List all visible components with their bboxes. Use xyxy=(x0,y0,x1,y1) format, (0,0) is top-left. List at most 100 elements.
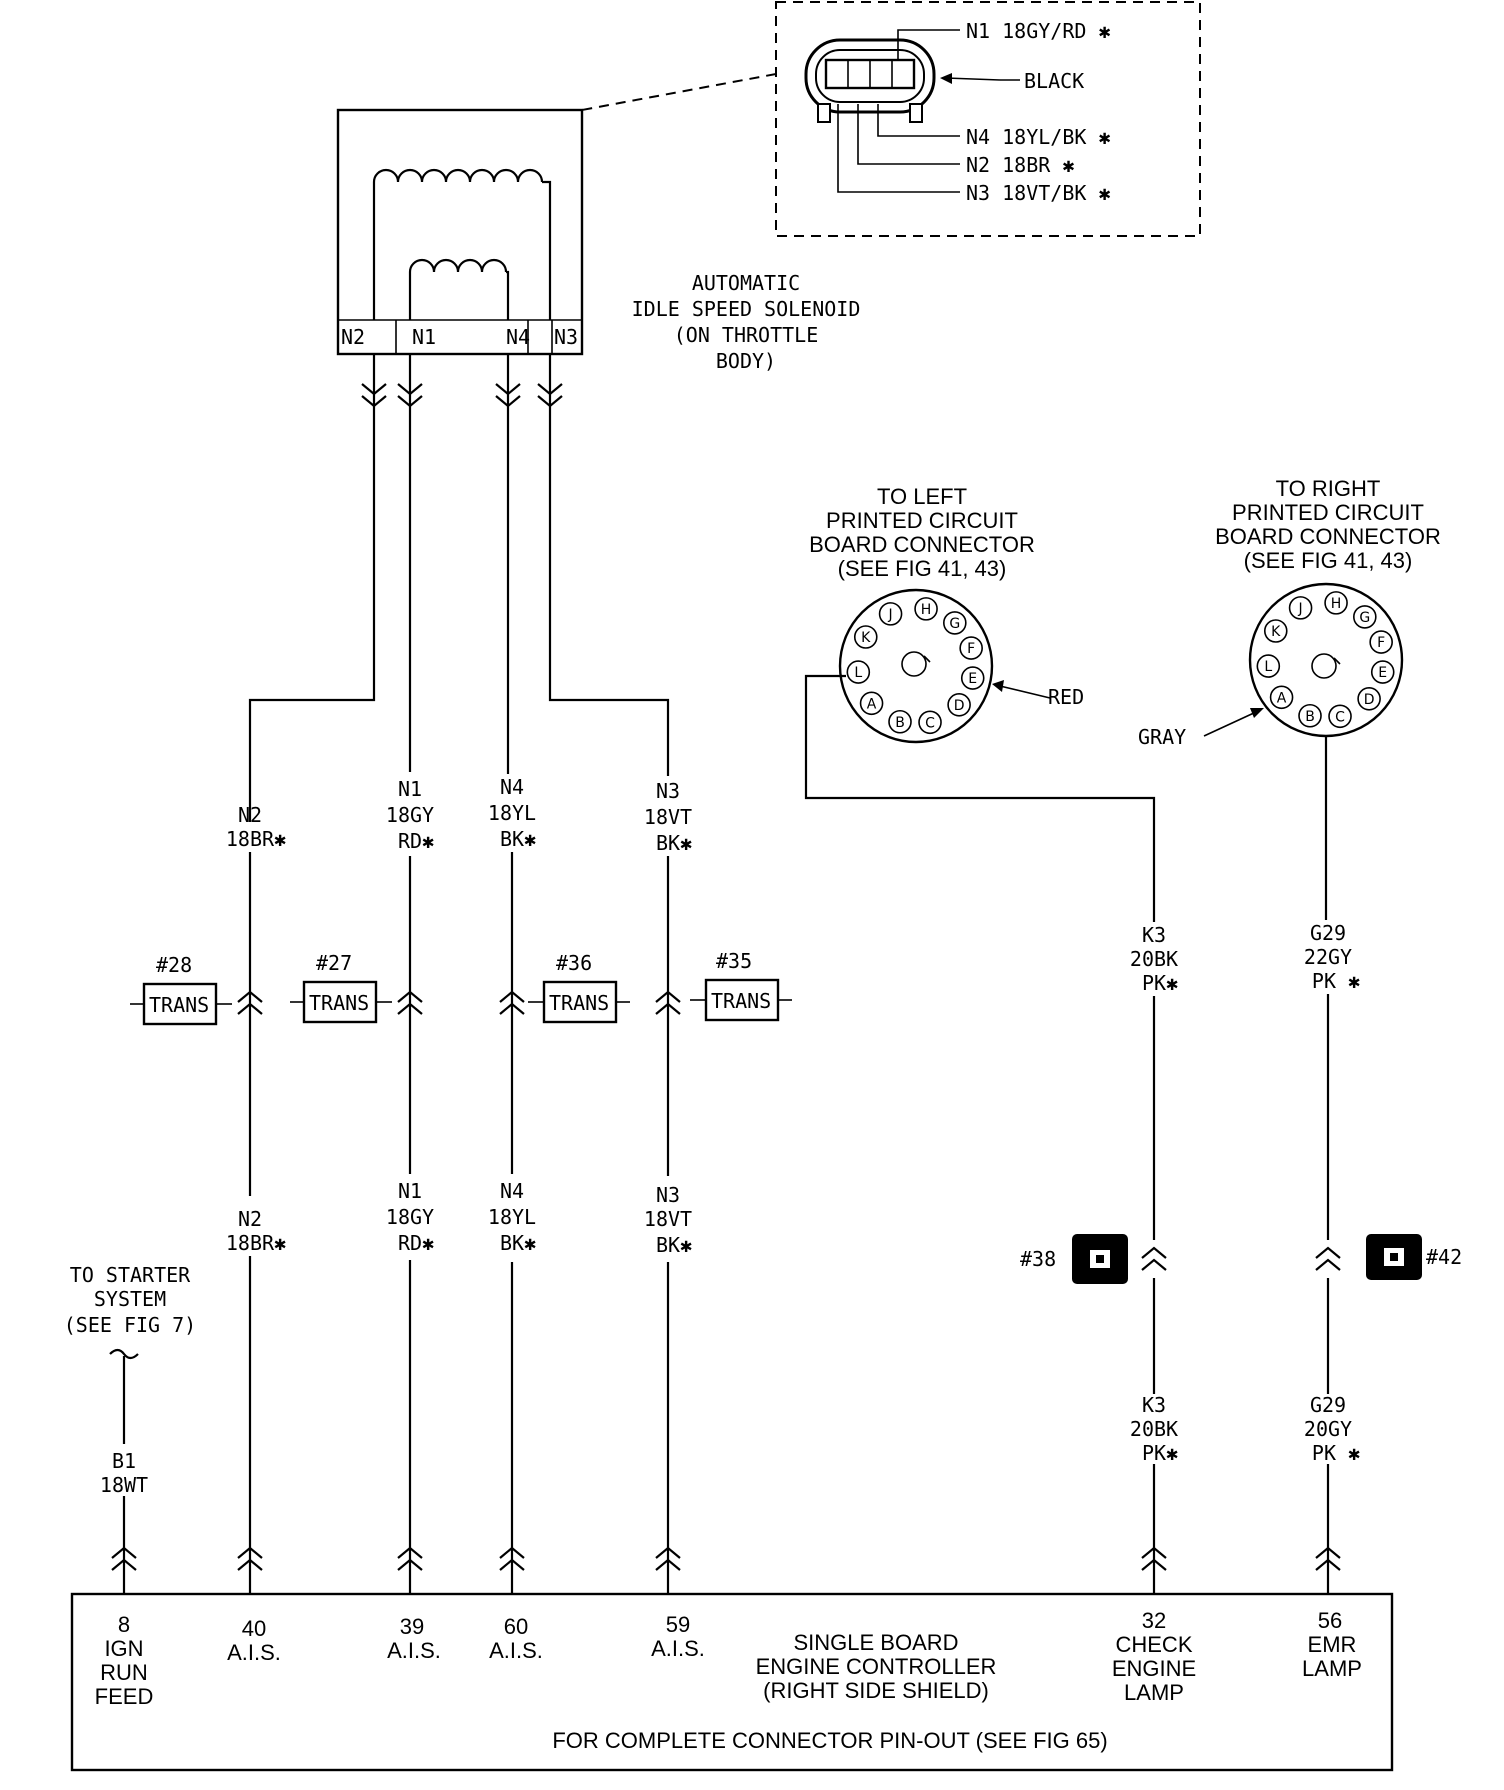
svg-text:18VT: 18VT xyxy=(644,805,692,829)
svg-text:PRINTED CIRCUIT: PRINTED CIRCUIT xyxy=(826,508,1018,533)
left-pcb-pin-label-d: D xyxy=(954,698,965,714)
trans-connector-28: #28 TRANS xyxy=(130,953,232,1026)
right-pcb-pin-label-g: G xyxy=(1359,610,1370,626)
svg-text:18WT: 18WT xyxy=(100,1473,148,1497)
svg-text:RD✱: RD✱ xyxy=(398,1231,434,1255)
svg-text:(SEE FIG 7): (SEE FIG 7) xyxy=(64,1313,196,1337)
pin-39: 39 xyxy=(400,1614,424,1639)
right-pcb-pin-k xyxy=(1263,619,1288,643)
wire-labels-upper: N2 18BR✱ N1 18GY RD✱ N4 18YL BK✱ N3 18VT… xyxy=(226,775,692,855)
right-pcb-pin-label-b: B xyxy=(1305,709,1315,725)
left-pcb-pin-k xyxy=(853,625,878,649)
left-pcb-pin-label-f: F xyxy=(967,641,975,657)
pin-8: 8 xyxy=(118,1612,130,1637)
right-pcb-pin-label-j: J xyxy=(1298,601,1303,617)
right-pcb-pin-f xyxy=(1369,630,1393,654)
solenoid-connector-detail: N1 18GY/RD ✱ BLACK N4 18YL/BK ✱ N2 18BR … xyxy=(581,1,1201,237)
idle-speed-solenoid: N2 N1 N4 N3 xyxy=(336,108,584,356)
svg-text:#35: #35 xyxy=(716,949,752,973)
left-pcb-pin-g xyxy=(943,611,967,635)
svg-text:18VT: 18VT xyxy=(644,1207,692,1231)
left-pcb-pin-d xyxy=(947,693,971,717)
svg-text:#42: #42 xyxy=(1426,1245,1462,1269)
left-pcb-pin-label-a: A xyxy=(867,696,877,712)
right-pcb-pin-label-h: H xyxy=(1331,596,1342,612)
svg-text:IDLE SPEED SOLENOID: IDLE SPEED SOLENOID xyxy=(632,297,861,321)
svg-text:A.I.S.: A.I.S. xyxy=(651,1636,705,1661)
trans-connector-27: #27 TRANS xyxy=(290,951,392,1024)
wire-label-k3: K3 xyxy=(1142,923,1166,947)
svg-text:BK✱: BK✱ xyxy=(656,831,692,855)
inline-connector-38: #38 xyxy=(1020,1234,1128,1284)
svg-text:20BK: 20BK xyxy=(1130,947,1178,971)
svg-text:PK ✱: PK ✱ xyxy=(1312,969,1360,993)
terminal-n1: N1 xyxy=(412,325,436,349)
callout-n3: N3 18VT/BK ✱ xyxy=(966,181,1111,205)
right-pcb-pin-b xyxy=(1298,703,1322,728)
svg-text:A.I.S.: A.I.S. xyxy=(227,1640,281,1665)
right-pcb-pin-label-k: K xyxy=(1271,624,1281,640)
svg-text:TO STARTER: TO STARTER xyxy=(70,1263,191,1287)
right-pcb-pin-label-e: E xyxy=(1378,665,1387,681)
callout-n2: N2 18BR ✱ xyxy=(966,153,1074,177)
right-pcb-pin-d xyxy=(1357,687,1381,711)
svg-text:TO RIGHT: TO RIGHT xyxy=(1276,476,1381,501)
left-pcb-pin-label-j: J xyxy=(888,607,893,623)
left-pcb-pin-label-l: L xyxy=(854,665,862,681)
svg-text:K3: K3 xyxy=(1142,1393,1166,1417)
controller-title: SINGLE BOARD xyxy=(793,1630,958,1655)
inline-connector-42: #42 xyxy=(1366,1234,1462,1280)
terminal-n3: N3 xyxy=(554,325,578,349)
right-pcb-pin-label-a: A xyxy=(1277,690,1287,706)
svg-text:PK✱: PK✱ xyxy=(1142,971,1178,995)
svg-text:#28: #28 xyxy=(156,953,192,977)
svg-text:18BR✱: 18BR✱ xyxy=(226,1231,286,1255)
svg-text:RUN: RUN xyxy=(100,1660,148,1685)
svg-text:LAMP: LAMP xyxy=(1302,1656,1362,1681)
svg-text:PK✱: PK✱ xyxy=(1142,1441,1178,1465)
wire-label-g29: G29 xyxy=(1310,921,1346,945)
svg-text:TRANS: TRANS xyxy=(711,989,771,1013)
svg-text:N2: N2 xyxy=(238,1207,262,1231)
ais-wiring xyxy=(111,354,1341,1594)
wire-label-n4: N4 xyxy=(500,775,524,799)
svg-text:N1: N1 xyxy=(398,1179,422,1203)
right-pcb-pin-label-d: D xyxy=(1364,692,1375,708)
lamp-wiring xyxy=(804,674,1341,1594)
svg-text:#36: #36 xyxy=(556,951,592,975)
right-pcb-pin-l xyxy=(1256,654,1281,678)
svg-text:CHECK: CHECK xyxy=(1115,1632,1192,1657)
svg-text:TRANS: TRANS xyxy=(309,991,369,1015)
svg-text:TO LEFT: TO LEFT xyxy=(877,484,967,509)
svg-text:AUTOMATIC: AUTOMATIC xyxy=(692,271,800,295)
left-pcb-pin-c xyxy=(918,710,942,735)
right-pcb-pin-label-l: L xyxy=(1264,659,1272,675)
svg-text:(SEE FIG 41, 43): (SEE FIG 41, 43) xyxy=(1244,548,1413,573)
left-pcb-pin-h xyxy=(914,597,938,621)
left-pcb-pin-b xyxy=(888,709,912,734)
svg-text:(ON THROTTLE: (ON THROTTLE xyxy=(674,323,819,347)
svg-text:18YL: 18YL xyxy=(488,801,536,825)
pin-56: 56 xyxy=(1318,1608,1342,1633)
terminal-n4: N4 xyxy=(506,325,530,349)
wire-label-b1: B1 xyxy=(112,1449,136,1473)
wire-labels-lower: N2 18BR✱ N1 18GY RD✱ N4 18YL BK✱ N3 18VT… xyxy=(226,1179,692,1257)
connector-color-black: BLACK xyxy=(1024,69,1084,93)
right-pcb-pin-h xyxy=(1324,591,1348,615)
svg-text:BK✱: BK✱ xyxy=(500,827,536,851)
svg-text:IGN: IGN xyxy=(104,1636,143,1661)
callout-n1: N1 18GY/RD ✱ xyxy=(966,19,1111,43)
svg-text:#27: #27 xyxy=(316,951,352,975)
svg-text:TRANS: TRANS xyxy=(149,993,209,1017)
svg-text:LAMP: LAMP xyxy=(1124,1680,1184,1705)
svg-text:18YL: 18YL xyxy=(488,1205,536,1229)
svg-text:#38: #38 xyxy=(1020,1247,1056,1271)
svg-text:18GY: 18GY xyxy=(386,803,434,827)
svg-text:BOARD CONNECTOR: BOARD CONNECTOR xyxy=(809,532,1035,557)
svg-text:A.I.S.: A.I.S. xyxy=(489,1638,543,1663)
svg-text:ENGINE: ENGINE xyxy=(1112,1656,1196,1681)
left-pcb-pin-j xyxy=(878,602,903,626)
terminal-n2: N2 xyxy=(341,325,365,349)
